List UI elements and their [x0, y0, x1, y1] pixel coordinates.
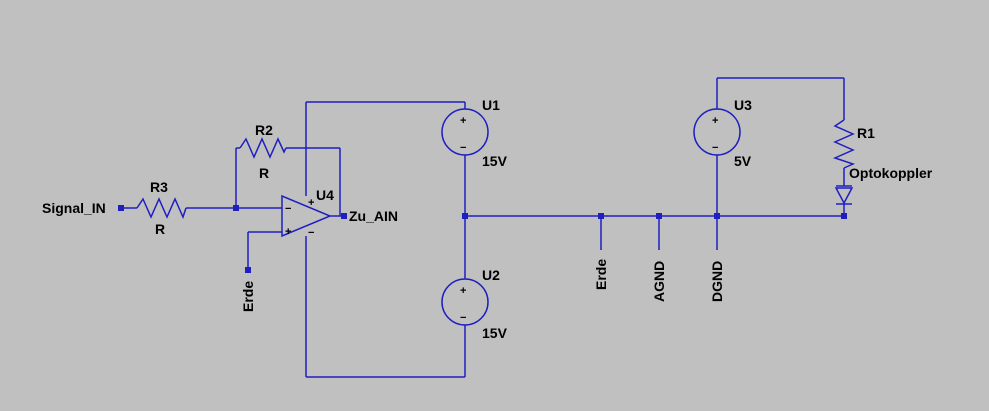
net-label-zu-ain: Zu_AIN [349, 208, 398, 224]
u3-value: 5V [734, 153, 752, 169]
u4-noninv-sign: + [285, 226, 291, 238]
u2-plus-sign: + [460, 285, 466, 297]
u3-plus-sign: + [712, 115, 718, 127]
wires [122, 77, 845, 378]
junction-dot [598, 213, 604, 219]
r3-value: R [155, 221, 165, 237]
net-label-dgnd: DGND [709, 261, 725, 302]
net-label-agnd: AGND [651, 261, 667, 302]
junction-dot [245, 267, 251, 273]
u4-inv-sign: − [285, 203, 291, 215]
junctions [118, 205, 847, 273]
u3-minus-sign: − [712, 142, 718, 154]
u4-vpos-sign: + [308, 197, 314, 209]
resistor-r2[interactable] [239, 137, 287, 159]
u1-value: 15V [482, 153, 508, 169]
net-label-signal-in: Signal_IN [42, 200, 106, 216]
voltage-source-u1[interactable] [441, 108, 489, 156]
diode-optokoppler[interactable] [834, 185, 854, 205]
r2-value: R [259, 165, 269, 181]
junction-dot [656, 213, 662, 219]
r3-ref: R3 [150, 179, 168, 195]
u2-minus-sign: − [460, 312, 466, 324]
junction-dot [714, 213, 720, 219]
net-label-erde-left: Erde [240, 281, 256, 312]
u4-vneg-sign: − [308, 227, 314, 239]
u4-ref: U4 [316, 187, 334, 203]
u1-plus-sign: + [460, 115, 466, 127]
voltage-source-u2[interactable] [441, 278, 489, 326]
u1-ref: U1 [482, 97, 500, 113]
junction-dot [233, 205, 239, 211]
r2-ref: R2 [255, 122, 273, 138]
junction-dot [118, 205, 124, 211]
u2-value: 15V [482, 325, 508, 341]
resistor-r3[interactable] [136, 197, 187, 220]
voltage-source-u3[interactable] [693, 108, 741, 156]
u3-ref: U3 [734, 97, 752, 113]
junction-dot [341, 213, 347, 219]
junction-dot [462, 213, 468, 219]
net-label-erde: Erde [593, 259, 609, 290]
resistor-r1[interactable] [832, 119, 856, 169]
junction-dot [841, 213, 847, 219]
optokoppler-label: Optokoppler [849, 165, 933, 181]
u1-minus-sign: − [460, 142, 466, 154]
u2-ref: U2 [482, 267, 500, 283]
r1-ref: R1 [857, 125, 875, 141]
